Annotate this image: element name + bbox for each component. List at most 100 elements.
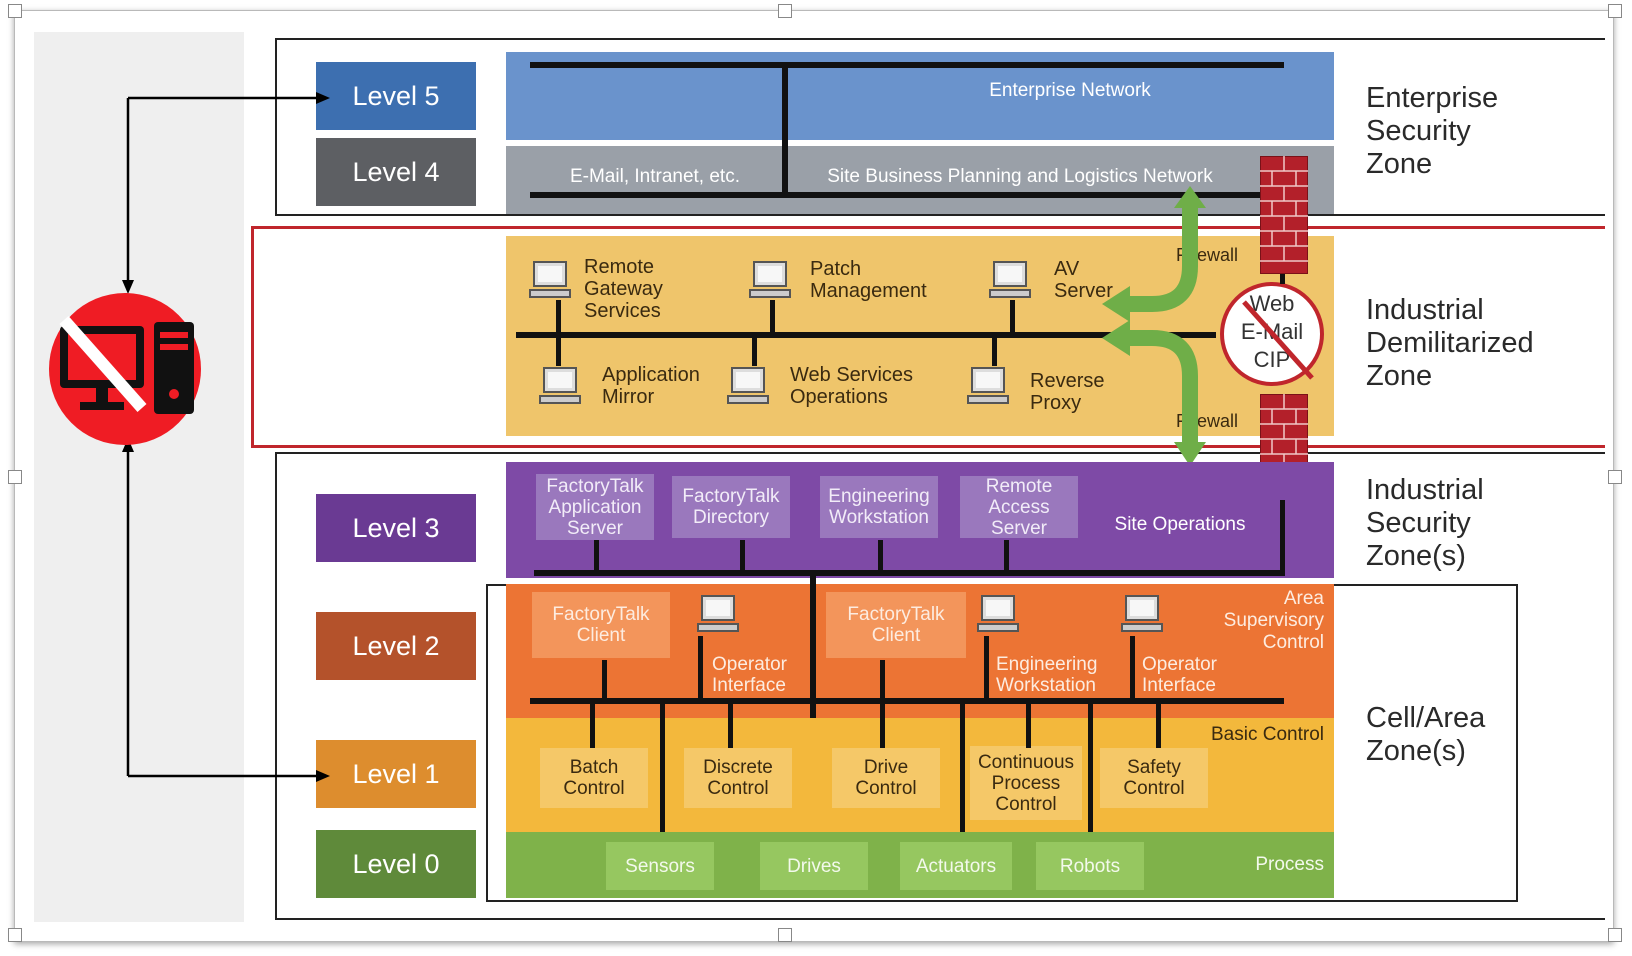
email-intranet-label: E-Mail, Intranet, etc.: [569, 166, 740, 187]
level-2-label: Level 2: [316, 612, 476, 680]
level-4-label: Level 4: [316, 138, 476, 206]
workstation-icon: [529, 261, 571, 298]
level2-bus: [530, 698, 1284, 704]
firewall-link: [1280, 500, 1285, 576]
drop-line: [984, 636, 989, 700]
drop-line: [1130, 636, 1135, 700]
site-business-label: Site Business Planning and Logistics Net…: [827, 166, 1213, 187]
actuator-link: [960, 702, 965, 836]
level-3-label: Level 3: [316, 494, 476, 562]
idmz-bus: [516, 332, 1216, 338]
enterprise-zone-outline: [275, 38, 1605, 216]
resize-handle-left[interactable]: [8, 470, 22, 484]
drop-line: [992, 336, 997, 366]
process-label: Process: [1255, 854, 1324, 875]
drop-line: [1026, 702, 1031, 748]
idmz-zone-outline: [251, 226, 1605, 448]
drop-line: [1156, 702, 1161, 748]
robots-box: Robots: [1036, 842, 1144, 890]
workstation-icon: [967, 367, 1009, 404]
drop-line: [880, 660, 885, 700]
enterprise-bus: [530, 62, 1284, 68]
drop-line: [556, 300, 561, 334]
workstation-icon: [697, 595, 739, 632]
drop-line: [878, 540, 883, 572]
drop-line: [590, 702, 595, 748]
level2-riser: [810, 576, 816, 838]
drop-line: [698, 636, 703, 700]
drop-line: [1010, 300, 1015, 334]
drop-line: [594, 540, 599, 572]
resize-handle-bl[interactable]: [8, 928, 22, 942]
level3-bus: [534, 570, 1284, 576]
drop-line: [880, 702, 885, 748]
drop-line: [1004, 540, 1009, 572]
level4-bus: [530, 192, 1284, 198]
resize-handle-bottom[interactable]: [778, 928, 792, 942]
level-0-label: Level 0: [316, 830, 476, 898]
workstation-icon: [1121, 595, 1163, 632]
site-operations-label: Site Operations: [1114, 514, 1246, 535]
basic-control-label: Basic Control: [1211, 724, 1324, 745]
actuators-box: Actuators: [900, 842, 1012, 890]
enterprise-riser: [782, 62, 788, 196]
left-panel: [34, 32, 244, 922]
robot-link: [1088, 702, 1093, 836]
blocked-protocols-label: WebE-MailCIP: [1241, 291, 1303, 372]
firewall-brick-icon: [1260, 156, 1308, 274]
workstation-icon: [749, 261, 791, 298]
drop-line: [602, 660, 607, 700]
workstation-icon: [727, 367, 769, 404]
drop-line: [728, 702, 733, 748]
drop-line: [770, 300, 775, 334]
computer-prohibited-icon: [49, 293, 201, 445]
drop-line: [752, 336, 757, 366]
resize-handle-br[interactable]: [1608, 928, 1622, 942]
resize-handle-top[interactable]: [778, 4, 792, 18]
workstation-icon: [977, 595, 1019, 632]
level-1-label: Level 1: [316, 740, 476, 808]
drives-box: Drives: [760, 842, 868, 890]
sensor-link: [660, 702, 665, 836]
drop-line: [740, 540, 745, 572]
sensors-box: Sensors: [606, 842, 714, 890]
resize-handle-right[interactable]: [1608, 470, 1622, 484]
firewall-link: [1280, 274, 1285, 284]
connection-arrows: [122, 92, 330, 782]
prohibited-slash: [1242, 300, 1314, 380]
drop-line: [556, 336, 561, 366]
double-arrow-green-icon: [1102, 186, 1206, 466]
level-5-label: Level 5: [316, 62, 476, 130]
resize-handle-tr[interactable]: [1608, 4, 1622, 18]
workstation-icon: [539, 367, 581, 404]
industrial-zone-outline: [275, 452, 1605, 920]
enterprise-network-label: Enterprise Network: [989, 80, 1151, 101]
resize-handle-tl[interactable]: [8, 4, 22, 18]
workstation-icon: [989, 261, 1031, 298]
